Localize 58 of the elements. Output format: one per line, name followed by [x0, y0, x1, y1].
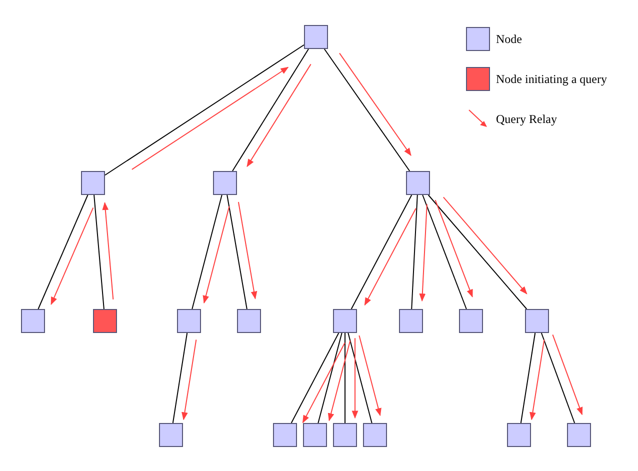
node-box — [333, 423, 357, 447]
tree-link-line — [232, 48, 310, 172]
tree-link-line — [520, 332, 536, 424]
node-box — [525, 309, 549, 333]
relay-arrow — [131, 66, 289, 170]
relay-arrow — [442, 196, 528, 294]
initiating-node-box — [93, 309, 117, 333]
tree-link-line — [104, 44, 304, 176]
tree-link-line — [38, 194, 88, 310]
node-box — [237, 309, 261, 333]
node-box — [399, 309, 423, 333]
relay-arrow — [434, 200, 473, 298]
relay-arrow — [328, 340, 351, 422]
tree-link-line — [350, 194, 412, 310]
tree-link-line — [428, 194, 528, 310]
tree-link-line — [94, 194, 104, 310]
node-box — [333, 309, 357, 333]
tree-link-line — [540, 332, 576, 424]
node-box — [21, 309, 45, 333]
node-box — [159, 423, 183, 447]
tree-link-line — [411, 194, 418, 310]
relay-arrow — [419, 204, 428, 302]
legend-label: Node initiating a query — [496, 72, 607, 86]
relay-arrow — [552, 334, 583, 416]
tree-link-line — [344, 332, 346, 424]
node-box — [177, 309, 201, 333]
tree-link-line — [226, 194, 248, 310]
legend-label: Query Relay — [496, 112, 557, 126]
node-box — [273, 423, 297, 447]
relay-arrow — [50, 207, 94, 306]
node-box — [363, 423, 387, 447]
node-box — [567, 423, 591, 447]
tree-link-line — [172, 332, 188, 424]
relay-arrow — [102, 202, 114, 300]
tree-link-line — [324, 48, 410, 172]
tree-link-line — [192, 194, 222, 310]
node-box — [304, 25, 328, 49]
relay-arrow — [352, 338, 358, 419]
relay-arrow — [339, 52, 412, 156]
tree-link-line — [290, 332, 340, 424]
node-box — [303, 423, 327, 447]
relay-arrow — [364, 208, 416, 306]
tree-link-line — [348, 332, 372, 424]
legend-label: Node — [496, 32, 522, 46]
tree-link-line — [318, 332, 342, 424]
relay-arrow — [302, 342, 346, 424]
relay-arrow — [202, 206, 230, 304]
relay-arrow — [246, 64, 312, 168]
node-box — [213, 171, 237, 195]
relay-arrow — [358, 335, 382, 416]
node-box — [507, 423, 531, 447]
relay-arrow — [182, 339, 197, 420]
tree-link-line — [422, 194, 467, 310]
relay-arrow — [238, 201, 258, 300]
relay-arrow — [530, 339, 545, 420]
node-box — [406, 171, 430, 195]
node-box — [81, 171, 105, 195]
node-box — [459, 309, 483, 333]
